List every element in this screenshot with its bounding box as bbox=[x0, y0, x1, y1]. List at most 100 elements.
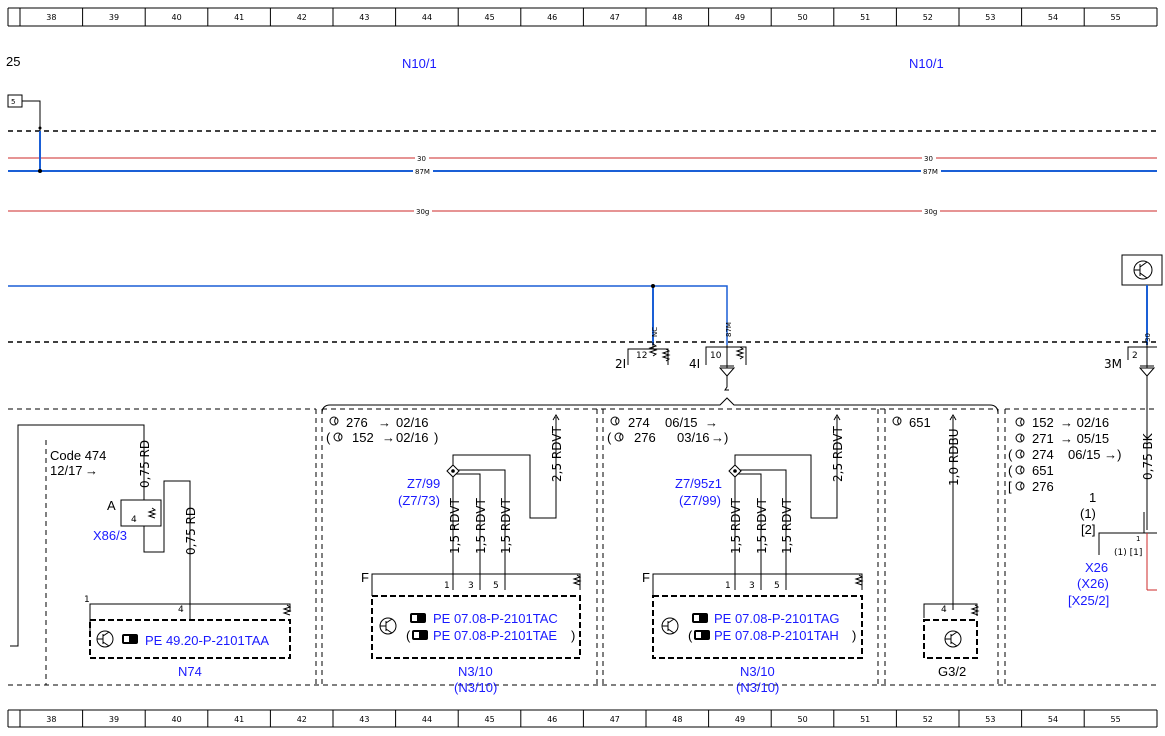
n310a-p3: 3 bbox=[468, 581, 474, 591]
fuse-4i bbox=[705, 345, 747, 391]
wire-87m-feed bbox=[8, 285, 728, 345]
x86-letter: A bbox=[107, 498, 116, 513]
ruler-column-label: 51 bbox=[860, 13, 870, 22]
n74-pe-link[interactable]: PE 49.20-P-2101TAA bbox=[145, 633, 269, 648]
n310a-feed-wire: 2,5 RDVT bbox=[550, 426, 564, 482]
n310b-p1: 1 bbox=[725, 581, 731, 591]
n310b-w2: 1,5 RDVT bbox=[755, 498, 769, 554]
ruler-column-label: 44 bbox=[422, 13, 432, 22]
n74-name: N74 bbox=[178, 664, 202, 679]
x26-ref-code: 274 bbox=[1032, 447, 1054, 462]
x26-name-alt2: [X25/2] bbox=[1068, 593, 1109, 608]
plug-icon-b1 bbox=[610, 416, 620, 426]
n310a-pe1[interactable]: PE 07.08-P-2101TAC bbox=[433, 611, 558, 626]
plug-icon-x26 bbox=[1015, 433, 1025, 443]
fuse-4i-pin: 10 bbox=[710, 351, 722, 361]
plug-icon-x26 bbox=[1015, 449, 1025, 459]
g32-pin: 4 bbox=[941, 605, 947, 615]
busbar-30-label: 30 bbox=[417, 155, 426, 163]
ruler-column-label: 52 bbox=[923, 13, 933, 22]
x26-pin-2b: [2] bbox=[1081, 522, 1095, 537]
ruler-column-label: 50 bbox=[798, 715, 808, 724]
x26-ref-code: 271 bbox=[1032, 431, 1054, 446]
ruler-column-label: 39 bbox=[109, 13, 119, 22]
n310b-ref2: 276 bbox=[634, 430, 656, 445]
hand-pointer-icon-n74 bbox=[122, 634, 138, 644]
ruler-column-label: 49 bbox=[735, 13, 745, 22]
x26-ref-code: 276 bbox=[1032, 479, 1054, 494]
arrow-a2: → bbox=[382, 430, 395, 445]
n310b-frame-letter: F bbox=[642, 570, 650, 585]
n310b-w1: 1,5 RDVT bbox=[729, 498, 743, 554]
x26-inner-pins: (1) [1] bbox=[1114, 548, 1142, 558]
ruler-column-label: 54 bbox=[1048, 715, 1058, 724]
n310a-pe2[interactable]: PE 07.08-P-2101TAE bbox=[433, 628, 557, 643]
transistor-icon-n74 bbox=[96, 630, 114, 648]
n74-module-box bbox=[89, 619, 291, 659]
x26-ref-to: 06/15 →) bbox=[1068, 447, 1121, 462]
x26-inner-pin: 1 bbox=[1136, 535, 1140, 543]
busbar-87m-label: 87M bbox=[415, 168, 430, 176]
ruler-column-label: 43 bbox=[359, 13, 369, 22]
n310b-p3: 3 bbox=[749, 581, 755, 591]
n74-code-ref: 12/17 bbox=[50, 463, 83, 478]
g32-ref: 651 bbox=[909, 415, 931, 430]
fuse-2i-pin: 12 bbox=[636, 351, 647, 361]
ruler-column-label: 54 bbox=[1048, 13, 1058, 22]
fuse-4i-wire: 87M bbox=[725, 322, 733, 337]
ruler-column-label: 45 bbox=[485, 715, 495, 724]
paren-pe2-b-close: ) bbox=[852, 628, 856, 643]
n310b-feed-wire: 2,5 RDVT bbox=[831, 426, 845, 482]
ruler-column-label: 55 bbox=[1111, 13, 1121, 22]
n310a-p5: 5 bbox=[493, 581, 499, 591]
ruler-column-label: 53 bbox=[985, 13, 995, 22]
n310b-name-alt: (N3/10) bbox=[736, 680, 779, 695]
n74-code: Code 474 bbox=[50, 448, 106, 463]
n310b-ref2-to: 03/16 bbox=[677, 430, 710, 445]
n310b-w3: 1,5 RDVT bbox=[780, 498, 794, 554]
n310b-pe1[interactable]: PE 07.08-P-2101TAG bbox=[714, 611, 840, 626]
n310b-splice: Z7/95z1 bbox=[675, 476, 722, 491]
n310a-ref2: 152 bbox=[352, 430, 374, 445]
hand-pointer-icon-b1 bbox=[692, 613, 708, 623]
ruler-column-label: 48 bbox=[672, 13, 682, 22]
hand-pointer-icon-a1 bbox=[410, 613, 426, 623]
busbar-87m-label-2: 87M bbox=[923, 168, 938, 176]
module-label-n10-left: N10/1 bbox=[402, 56, 437, 71]
arrow-a1: → bbox=[378, 415, 391, 430]
ruler-column-label: 53 bbox=[985, 715, 995, 724]
ruler-column-label: 40 bbox=[172, 715, 182, 724]
n310a-splice: Z7/99 bbox=[407, 476, 440, 491]
ruler-column-label: 42 bbox=[297, 715, 307, 724]
g32-name: G3/2 bbox=[938, 664, 966, 679]
ruler-column-label: 39 bbox=[109, 715, 119, 724]
ruler-column-label: 47 bbox=[610, 715, 620, 724]
ruler-column-label: 50 bbox=[798, 13, 808, 22]
plug-icon-x26 bbox=[1015, 417, 1025, 427]
n310b-ref1-to: 06/15 bbox=[665, 415, 698, 430]
ruler-column-label: 51 bbox=[860, 715, 870, 724]
x26-pin-1: 1 bbox=[1089, 490, 1096, 505]
x86-name: X86/3 bbox=[93, 528, 127, 543]
partial-label-left: 25 bbox=[6, 54, 20, 69]
plug-icon-x26 bbox=[1015, 465, 1025, 475]
n310b-pe2[interactable]: PE 07.08-P-2101TAH bbox=[714, 628, 839, 643]
n74-arrow: → bbox=[85, 463, 98, 478]
plug-icon-g bbox=[892, 416, 902, 426]
x26-ref-to: → 02/16 bbox=[1060, 415, 1109, 430]
x86-pin: 4 bbox=[131, 515, 137, 525]
fuse-4i-label: 4I bbox=[689, 357, 700, 371]
splice-z7-99 bbox=[446, 464, 460, 478]
x26-name-alt: (X26) bbox=[1077, 576, 1109, 591]
n310a-ref2-to: 02/16 bbox=[396, 430, 429, 445]
fuse-2i-label: 2I bbox=[615, 357, 626, 371]
ruler-top bbox=[7, 7, 1158, 27]
ruler-bottom bbox=[7, 709, 1158, 728]
n310a-name: N3/10 bbox=[458, 664, 493, 679]
paren-pe2-close: ) bbox=[571, 628, 575, 643]
ruler-column-label: 41 bbox=[234, 715, 244, 724]
g32-wire: 1,0 RDBU bbox=[947, 429, 961, 487]
ruler-column-label: 48 bbox=[672, 715, 682, 724]
connector-x86-3 bbox=[120, 499, 162, 527]
